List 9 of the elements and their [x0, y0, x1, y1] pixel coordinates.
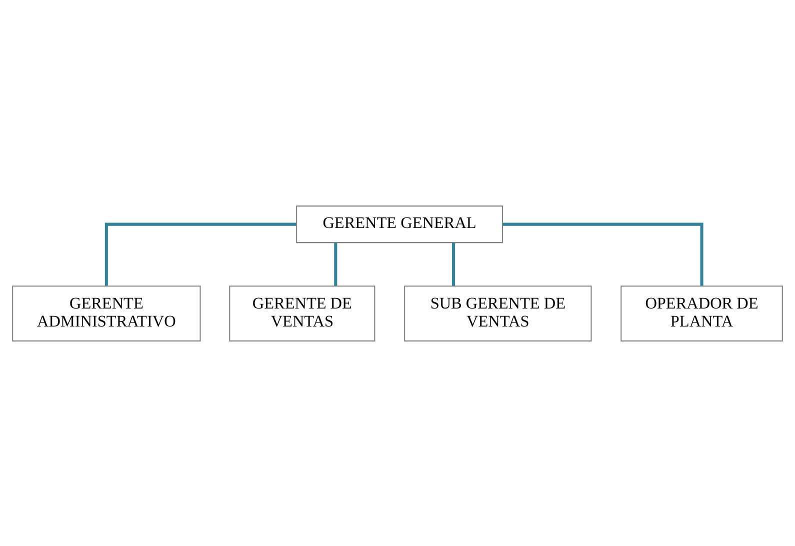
node-box: OPERADOR DE PLANTA: [620, 285, 783, 341]
node-box: SUB GERENTE DE VENTAS: [404, 285, 592, 341]
connector: [452, 242, 456, 286]
connector: [502, 222, 704, 286]
node-box: GERENTE GENERAL: [296, 205, 503, 243]
node-box: GERENTE DE VENTAS: [229, 285, 376, 341]
connector: [334, 242, 338, 286]
connector: [104, 222, 296, 286]
node-box: GERENTE ADMINISTRATIVO: [12, 285, 201, 341]
